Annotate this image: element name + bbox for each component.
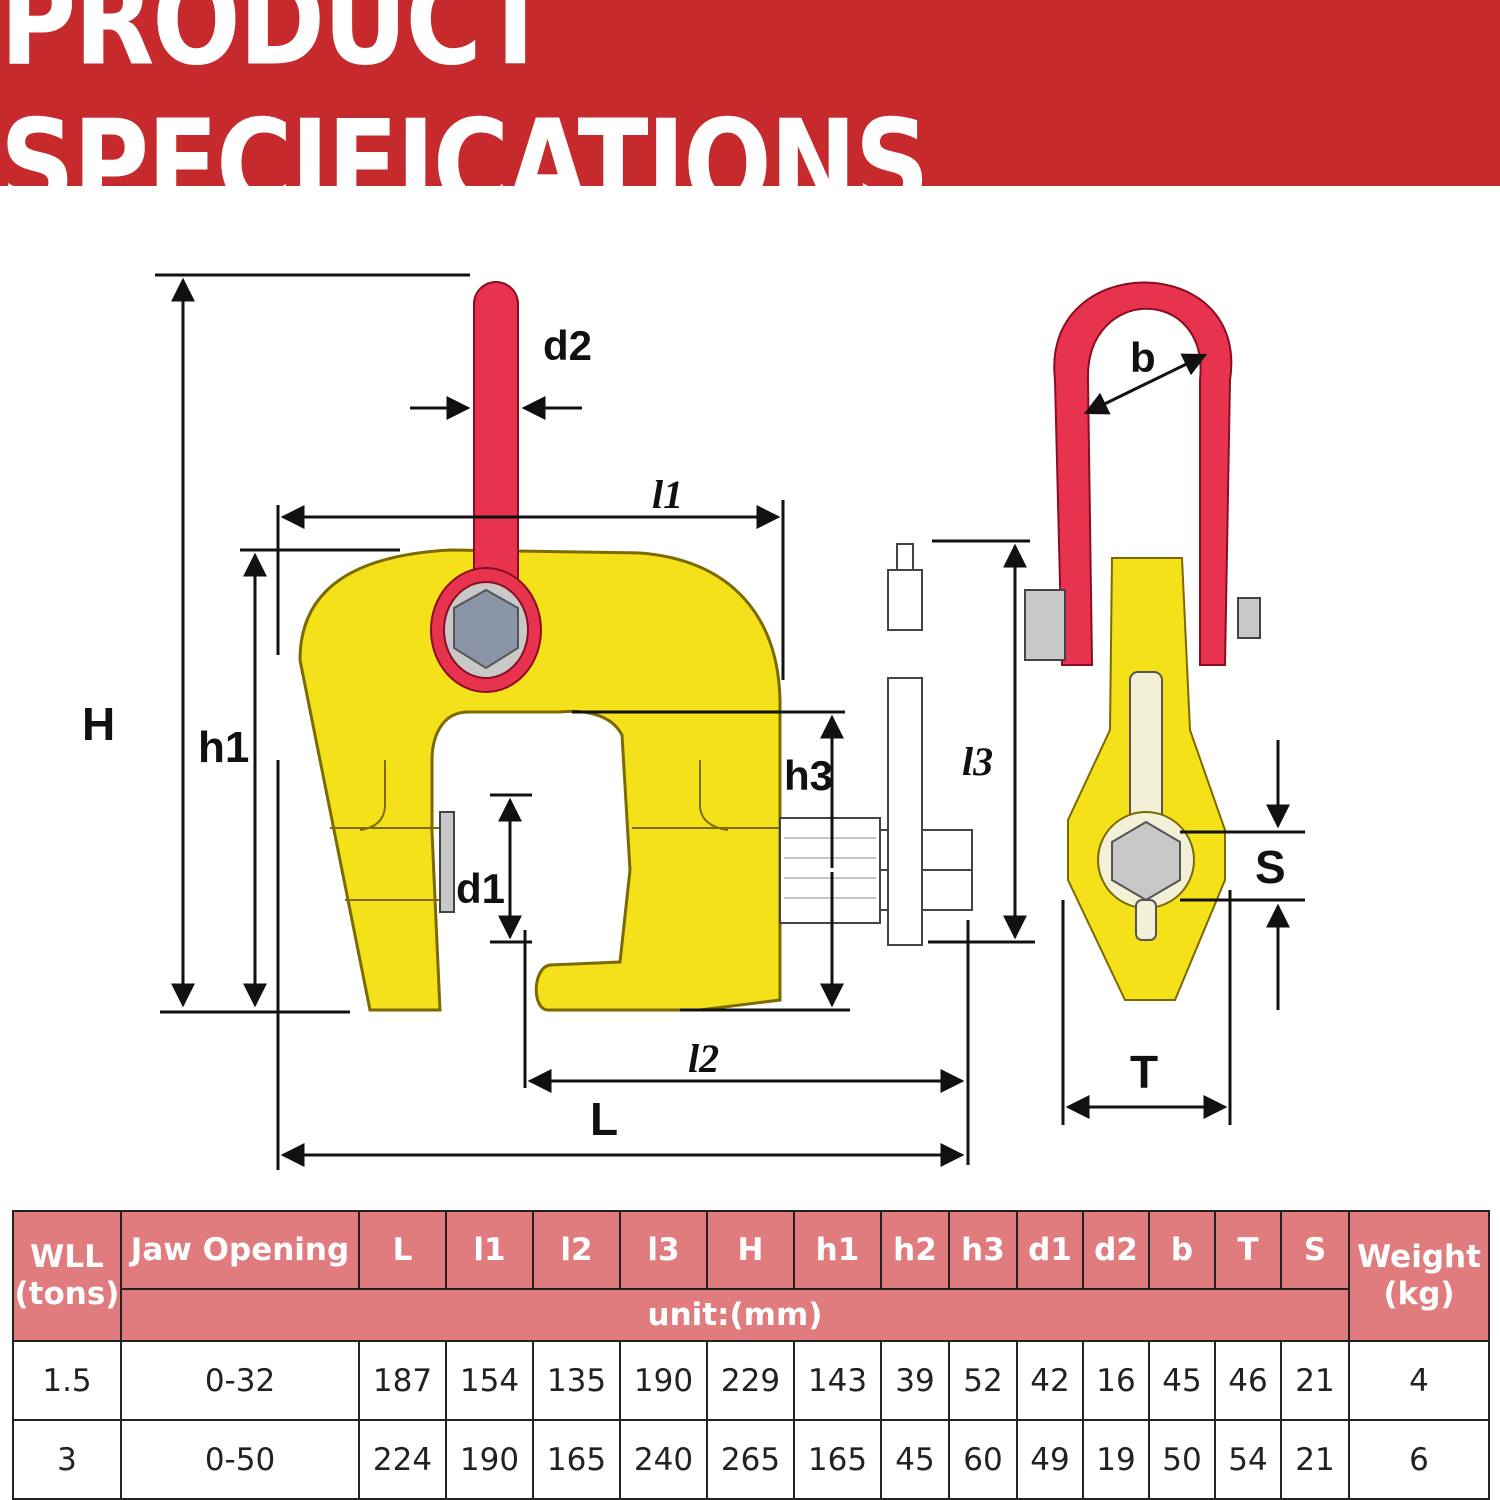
table-cell: 16 [1082, 1340, 1150, 1421]
table-row: 3 0-50 224 190 165 240 265 165 45 60 49 … [12, 1419, 1490, 1500]
dim-label-S: S [1255, 841, 1286, 893]
page-title: PRODUCT SPECIFICATIONS [0, 0, 930, 237]
table-cell: 52 [948, 1340, 1018, 1421]
table-cell: 165 [532, 1419, 621, 1500]
dim-label-L: L [590, 1093, 618, 1145]
table-cell: 224 [358, 1419, 447, 1500]
table-cell: 229 [706, 1340, 795, 1421]
dimension-lines [155, 273, 1305, 1170]
table-cell: 265 [706, 1419, 795, 1500]
table-unit-row: unit:(mm) [13, 1288, 1489, 1342]
lifting-eye [430, 281, 542, 693]
table-cell: 45 [1148, 1340, 1216, 1421]
table-cell: 135 [532, 1340, 621, 1421]
col-header-weight: Weight (kg) [1348, 1210, 1490, 1342]
dim-label-l2: l2 [688, 1036, 719, 1081]
table-cell: 0-32 [120, 1340, 360, 1421]
dim-label-b: b [1130, 334, 1156, 381]
col-header-l1: l1 [445, 1210, 534, 1290]
dim-label-h3: h3 [784, 752, 833, 799]
col-header-l3: l3 [619, 1210, 708, 1290]
col-header-L: L [358, 1210, 447, 1290]
table-cell: 190 [445, 1419, 534, 1500]
header-banner: PRODUCT SPECIFICATIONS [0, 0, 1500, 237]
dim-label-h1: h1 [198, 723, 249, 772]
table-cell: 46 [1214, 1340, 1282, 1421]
spec-table: WLL (tons) Jaw Opening L l1 l2 l3 H h1 h… [12, 1210, 1490, 1500]
table-cell: 240 [619, 1419, 708, 1500]
table-cell: 165 [793, 1419, 882, 1500]
screw-assembly [779, 543, 973, 946]
col-header-wll: WLL (tons) [12, 1210, 122, 1342]
col-header-jaw-opening: Jaw Opening [120, 1210, 360, 1290]
table-cell: 49 [1016, 1419, 1084, 1500]
col-header-S: S [1280, 1210, 1350, 1290]
dim-label-l1: l1 [652, 472, 683, 517]
table-header-row: WLL (tons) Jaw Opening L l1 l2 l3 H h1 h… [12, 1210, 1490, 1342]
table-cell: 54 [1214, 1419, 1282, 1500]
table-cell: 190 [619, 1340, 708, 1421]
table-cell: 6 [1348, 1419, 1490, 1500]
table-cell: 4 [1348, 1340, 1490, 1421]
unit-label: unit:(mm) [120, 1288, 1350, 1342]
table-row: 1.5 0-32 187 154 135 190 229 143 39 52 4… [12, 1340, 1490, 1421]
col-header-l2: l2 [532, 1210, 621, 1290]
table-cell: 42 [1016, 1340, 1084, 1421]
col-header-H: H [706, 1210, 795, 1290]
side-view [1024, 281, 1261, 1001]
col-header-d2: d2 [1082, 1210, 1150, 1290]
table-cell: 154 [445, 1340, 534, 1421]
table-cell: 45 [880, 1419, 950, 1500]
table-cell: 60 [948, 1419, 1018, 1500]
table-cell: 187 [358, 1340, 447, 1421]
col-header-d1: d1 [1016, 1210, 1084, 1290]
table-cell: 39 [880, 1340, 950, 1421]
table-cell: 21 [1280, 1340, 1350, 1421]
dim-label-l3: l3 [962, 739, 993, 784]
table-cell: 19 [1082, 1419, 1150, 1500]
col-header-b: b [1148, 1210, 1216, 1290]
table-cell: 50 [1148, 1419, 1216, 1500]
dim-label-d1: d1 [456, 865, 505, 912]
col-header-T: T [1214, 1210, 1282, 1290]
col-header-h2: h2 [880, 1210, 950, 1290]
table-cell: 21 [1280, 1419, 1350, 1500]
clamp-diagram: d2 l1 H h1 h3 d1 l2 L l3 b S T [82, 273, 1305, 1170]
table-cell: 143 [793, 1340, 882, 1421]
table-cell: 0-50 [120, 1419, 360, 1500]
col-header-h3: h3 [948, 1210, 1018, 1290]
col-header-h1: h1 [793, 1210, 882, 1290]
dim-label-T: T [1130, 1046, 1158, 1098]
dim-label-d2: d2 [543, 322, 592, 369]
table-cell: 3 [12, 1419, 122, 1500]
clamp-body [298, 548, 782, 1012]
table-cell: 1.5 [12, 1340, 122, 1421]
dim-label-H: H [82, 698, 115, 750]
